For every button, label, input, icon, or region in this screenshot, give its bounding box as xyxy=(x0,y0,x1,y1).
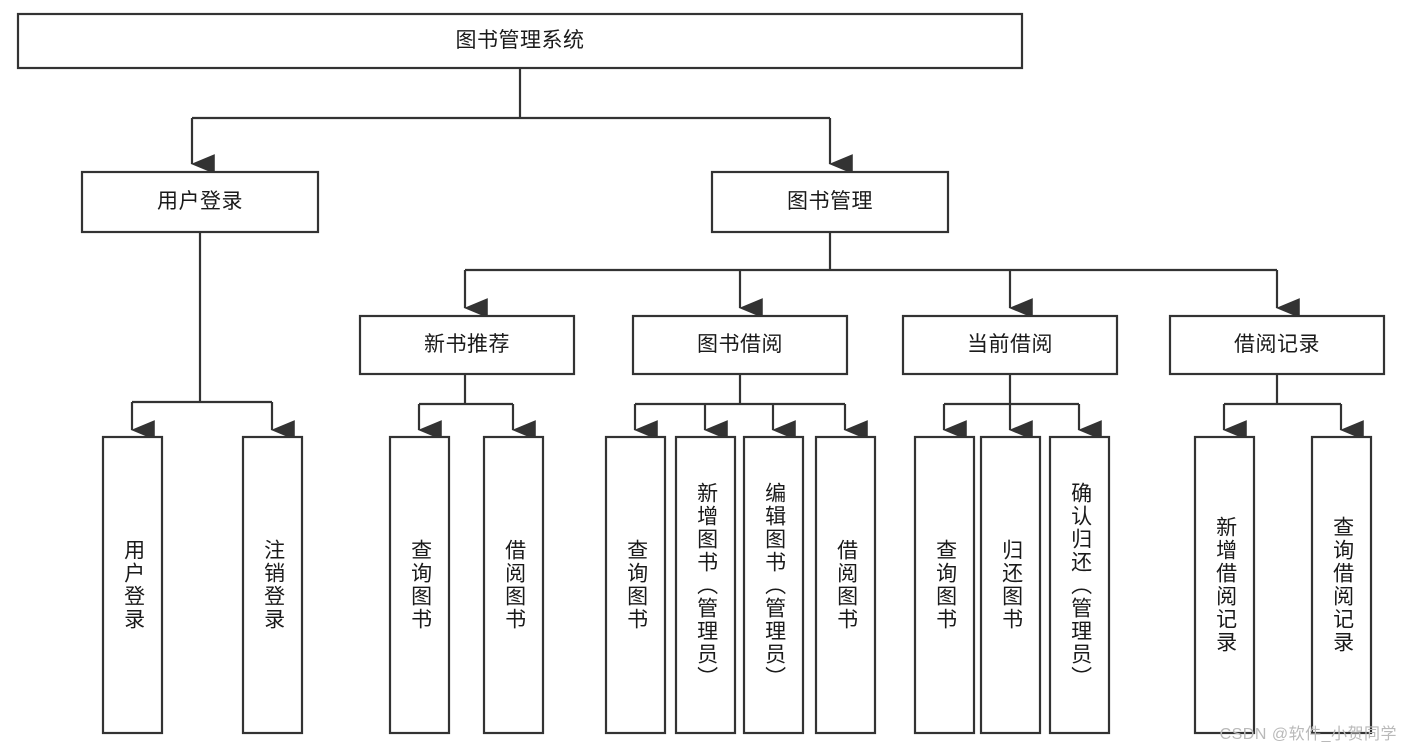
connector-borrow-record-bus xyxy=(1224,374,1341,406)
leaf-box-add-borrow-record xyxy=(1193,435,1256,735)
node-user-login xyxy=(80,170,320,234)
node-book-borrow xyxy=(631,314,849,376)
connector-book-borrow-bus xyxy=(635,374,845,406)
leaf-box-add-book-admin xyxy=(674,435,737,735)
connector-book-mgmt-bus xyxy=(465,232,1277,272)
leaf-box-query-borrow-record xyxy=(1310,435,1373,735)
leaf-box-edit-book-admin xyxy=(742,435,805,735)
leaf-box-query-book-rec xyxy=(388,435,451,735)
leaf-box-query-book-borrow xyxy=(604,435,667,735)
leaf-box-query-book-current xyxy=(913,435,976,735)
connector-current-borrow-bus xyxy=(944,374,1079,406)
leaf-box-borrow-book xyxy=(814,435,877,735)
node-root xyxy=(16,12,1024,70)
leaf-box-user-login xyxy=(101,435,164,735)
csdn-watermark: CSDN @软件_小贺同学 xyxy=(1219,726,1397,743)
connector-root-bus xyxy=(192,68,830,120)
leaf-box-borrow-book-rec xyxy=(482,435,545,735)
leaf-box-logout xyxy=(241,435,304,735)
leaf-box-return-book xyxy=(979,435,1042,735)
connector-user-login-bus xyxy=(132,232,272,404)
node-new-book-recommend xyxy=(358,314,576,376)
connector-new-book-bus xyxy=(419,374,513,406)
leaf-box-confirm-return-admin xyxy=(1048,435,1111,735)
node-book-management xyxy=(710,170,950,234)
node-borrow-record xyxy=(1168,314,1386,376)
node-current-borrow xyxy=(901,314,1119,376)
